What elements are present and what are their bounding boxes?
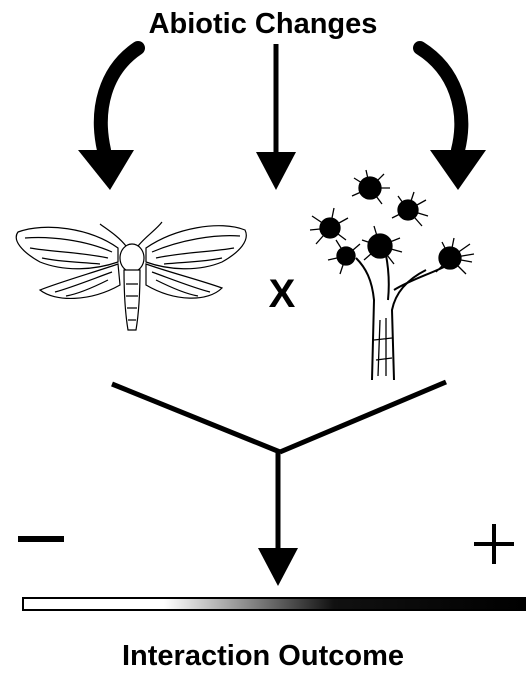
outcome-gradient-bar xyxy=(22,597,526,611)
outcome-arrowhead xyxy=(258,548,298,586)
right-arrowhead xyxy=(430,150,486,190)
joshua-tree-icon xyxy=(310,170,474,380)
left-curved-arrow xyxy=(101,48,138,150)
moth-icon xyxy=(16,222,246,330)
plus-icon xyxy=(474,524,514,564)
left-convergence-line xyxy=(112,384,280,452)
right-convergence-line xyxy=(280,382,446,452)
interaction-outcome-title: Interaction Outcome xyxy=(0,640,526,673)
center-arrowhead xyxy=(256,152,296,190)
tree-crown-clusters xyxy=(320,177,461,269)
left-arrowhead xyxy=(78,150,134,190)
right-curved-arrow xyxy=(420,48,461,150)
minus-icon xyxy=(18,524,64,554)
interaction-symbol: X xyxy=(262,272,302,317)
